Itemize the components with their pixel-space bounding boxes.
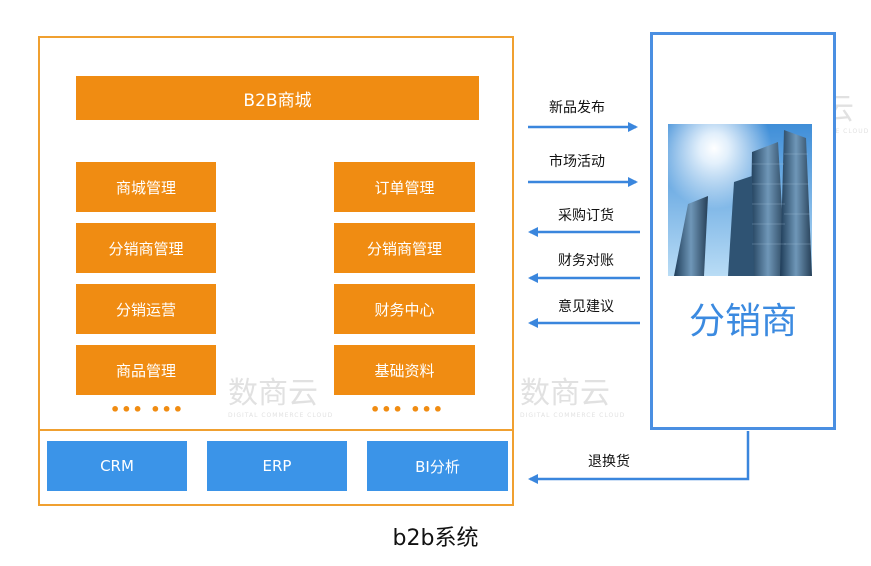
module-distributor-management-2: 分销商管理 [334, 223, 475, 273]
module-distribution-operations: 分销运营 [76, 284, 216, 334]
label-feedback: 意见建议 [558, 299, 614, 315]
b2b-system-frame [38, 36, 514, 506]
module-finance-center: 财务中心 [334, 284, 475, 334]
module-basic-data: 基础资料 [334, 345, 475, 395]
more-modules-right: ••• ••• [370, 400, 444, 419]
label-reconciliation: 财务对账 [558, 253, 614, 269]
skyscraper-image [668, 124, 812, 276]
integration-erp: ERP [207, 441, 347, 491]
integration-crm: CRM [47, 441, 187, 491]
integration-bi: BI分析 [367, 441, 508, 491]
module-mall-management: 商城管理 [76, 162, 216, 212]
b2b-mall-box: B2B商城 [76, 76, 479, 120]
more-modules-left: ••• ••• [110, 400, 184, 419]
label-marketing: 市场活动 [549, 154, 605, 170]
module-order-management: 订单管理 [334, 162, 475, 212]
module-product-management: 商品管理 [76, 345, 216, 395]
arrow-returns [528, 431, 750, 484]
module-distributor-management: 分销商管理 [76, 223, 216, 273]
distributor-label: 分销商 [688, 301, 797, 342]
label-purchase-orders: 采购订货 [558, 208, 614, 224]
label-returns: 退换货 [588, 454, 630, 470]
system-divider [38, 429, 514, 431]
diagram-caption: b2b系统 [392, 526, 479, 551]
label-new-products: 新品发布 [549, 100, 605, 116]
